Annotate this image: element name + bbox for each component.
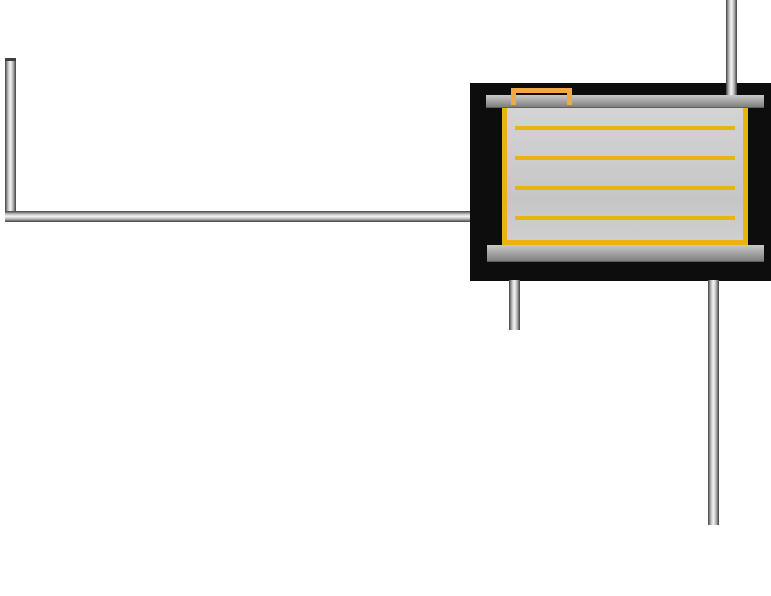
- top-plate: [486, 95, 764, 108]
- mounting-bracket-icon: [511, 88, 572, 105]
- coil-line: [515, 156, 735, 160]
- pipe-top-right: [726, 0, 737, 95]
- pipe-left-vertical: [5, 58, 16, 222]
- pipe-left-horizontal: [5, 211, 495, 222]
- inner-cell: [502, 108, 748, 245]
- coil-line: [515, 216, 735, 220]
- coil-line: [515, 126, 735, 130]
- bottom-plate: [487, 245, 764, 262]
- pipe-bottom-right: [708, 280, 719, 525]
- outer-housing: [470, 83, 771, 281]
- pipe-bottom-left: [509, 280, 520, 330]
- coil-stack: [507, 108, 743, 240]
- coil-line: [515, 186, 735, 190]
